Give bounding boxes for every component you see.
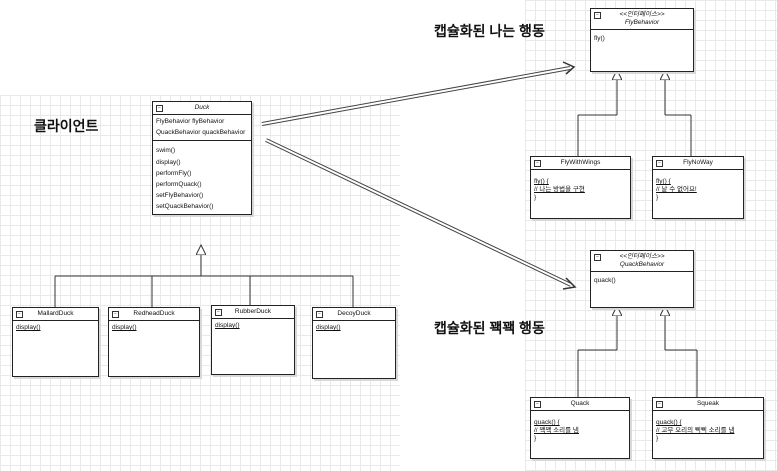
class-methods: display()	[313, 321, 395, 335]
duck-class[interactable]: − Duck FlyBehavior flyBehavior QuackBeha…	[152, 101, 252, 216]
fly-implementation-lines	[577, 70, 692, 156]
collapse-icon[interactable]: −	[656, 401, 663, 408]
method-code: quack() {	[534, 419, 560, 427]
duck-to-quackbehavior-arrow	[265, 138, 577, 290]
class-methods: fly() { // 날 수 없어요! }	[653, 170, 743, 205]
flynoway-class[interactable]: − FlyNoWay fly() { // 날 수 없어요! }	[652, 156, 744, 219]
flybehavior-interface[interactable]: − <<인터페이스>> FlyBehavior fly()	[590, 8, 694, 72]
class-header: − RubberDuck	[212, 306, 294, 320]
quack-class[interactable]: − Quack quack() { // 꽥꽥 소리를 냄 }	[530, 397, 630, 459]
mallardduck-class[interactable]: − MallardDuck display()	[12, 307, 99, 377]
method: performQuack()	[156, 180, 202, 188]
attribute: QuackBehavior quackBehavior	[156, 129, 246, 137]
interface-header: − <<인터페이스>> QuackBehavior	[591, 251, 693, 273]
rubberduck-class[interactable]: − RubberDuck display()	[211, 305, 295, 375]
method: quack()	[594, 277, 616, 285]
method: display()	[112, 324, 137, 332]
method: performFly()	[156, 169, 192, 177]
quack-implementation-lines	[577, 306, 698, 397]
interface-methods: fly()	[591, 30, 693, 46]
class-methods: quack() { // 고무 오리의 삑삑 소리를 냄 }	[653, 411, 763, 446]
behavior-grid-background	[525, 0, 777, 471]
method-code: quack() {	[656, 419, 682, 427]
duck-to-flybehavior-arrow	[261, 61, 576, 126]
method-code: }	[534, 194, 537, 202]
method-code: fly() {	[534, 178, 549, 186]
redheadduck-class[interactable]: − RedheadDuck display()	[108, 307, 200, 377]
decoyduck-class[interactable]: − DecoyDuck display()	[312, 307, 396, 379]
class-name: RedheadDuck	[133, 310, 175, 317]
method: setQuackBehavior()	[156, 203, 214, 210]
class-name: Duck	[194, 104, 210, 111]
quackbehavior-interface[interactable]: − <<인터페이스>> QuackBehavior quack()	[590, 250, 694, 308]
duck-methods: swim() display() performFly() performQua…	[153, 141, 251, 214]
duck-inheritance-lines	[54, 245, 354, 307]
collapse-icon[interactable]: −	[594, 254, 601, 261]
method-code: // 꽥꽥 소리를 냄	[534, 427, 579, 435]
method: fly()	[594, 35, 605, 43]
class-header: − FlyWithWings	[531, 157, 630, 171]
method: swim()	[156, 147, 176, 155]
class-name: Quack	[570, 400, 590, 407]
method-code: }	[656, 194, 659, 202]
method: display()	[156, 158, 181, 166]
class-methods: fly() { // 나는 방법을 구현 }	[531, 170, 630, 205]
class-name: Squeak	[696, 400, 720, 407]
class-name: FlyWithWings	[560, 159, 601, 166]
attribute: FlyBehavior flyBehavior	[156, 118, 225, 126]
collapse-icon[interactable]: −	[16, 311, 23, 318]
collapse-icon[interactable]: −	[112, 311, 119, 318]
class-methods: display()	[212, 319, 294, 333]
class-name: RubberDuck	[234, 308, 272, 315]
method-code: // 나는 방법을 구현	[534, 186, 585, 194]
method-code: // 날 수 없어요!	[656, 186, 697, 194]
stereotype: <<인터페이스>>	[619, 11, 665, 18]
quack-group-label: 캡슐화된 꽥꽥 행동	[434, 320, 545, 336]
client-label: 클라이언트	[34, 118, 99, 134]
class-header: − FlyNoWay	[653, 157, 743, 171]
duck-attributes: FlyBehavior flyBehavior QuackBehavior qu…	[153, 115, 251, 142]
class-name: MallardDuck	[37, 310, 74, 317]
collapse-icon[interactable]: −	[156, 105, 163, 112]
interface-methods: quack()	[591, 272, 693, 288]
class-header: − Quack	[531, 398, 629, 412]
class-name: DecoyDuck	[337, 310, 371, 317]
flywithwings-class[interactable]: − FlyWithWings fly() { // 나는 방법을 구현 }	[530, 156, 631, 219]
method-code: fly() {	[656, 178, 671, 186]
method-code: }	[534, 435, 537, 443]
class-methods: display()	[109, 321, 199, 335]
collapse-icon[interactable]: −	[316, 311, 323, 318]
method-code: // 고무 오리의 삑삑 소리를 냄	[656, 427, 735, 435]
interface-name: FlyBehavior	[624, 19, 660, 27]
interface-name: QuackBehavior	[619, 261, 665, 269]
collapse-icon[interactable]: −	[594, 12, 601, 19]
interface-header: − <<인터페이스>> FlyBehavior	[591, 9, 693, 31]
method: setFlyBehavior()	[156, 191, 204, 199]
stereotype: <<인터페이스>>	[619, 253, 665, 260]
class-header: − Squeak	[653, 398, 763, 412]
class-header: − MallardDuck	[13, 308, 98, 322]
method: display()	[316, 324, 341, 332]
duck-class-header: − Duck	[153, 102, 251, 116]
method: display()	[16, 324, 41, 332]
collapse-icon[interactable]: −	[534, 401, 541, 408]
collapse-icon[interactable]: −	[656, 160, 663, 167]
class-name: FlyNoWay	[683, 159, 713, 166]
class-methods: display()	[13, 321, 98, 335]
collapse-icon[interactable]: −	[215, 309, 222, 316]
class-header: − DecoyDuck	[313, 308, 395, 322]
fly-group-label: 캡슐화된 나는 행동	[434, 23, 545, 39]
method-code: }	[656, 435, 659, 443]
class-methods: quack() { // 꽥꽥 소리를 냄 }	[531, 411, 629, 446]
class-header: − RedheadDuck	[109, 308, 199, 322]
method: display()	[215, 322, 240, 330]
collapse-icon[interactable]: −	[534, 160, 541, 167]
squeak-class[interactable]: − Squeak quack() { // 고무 오리의 삑삑 소리를 냄 }	[652, 397, 764, 459]
